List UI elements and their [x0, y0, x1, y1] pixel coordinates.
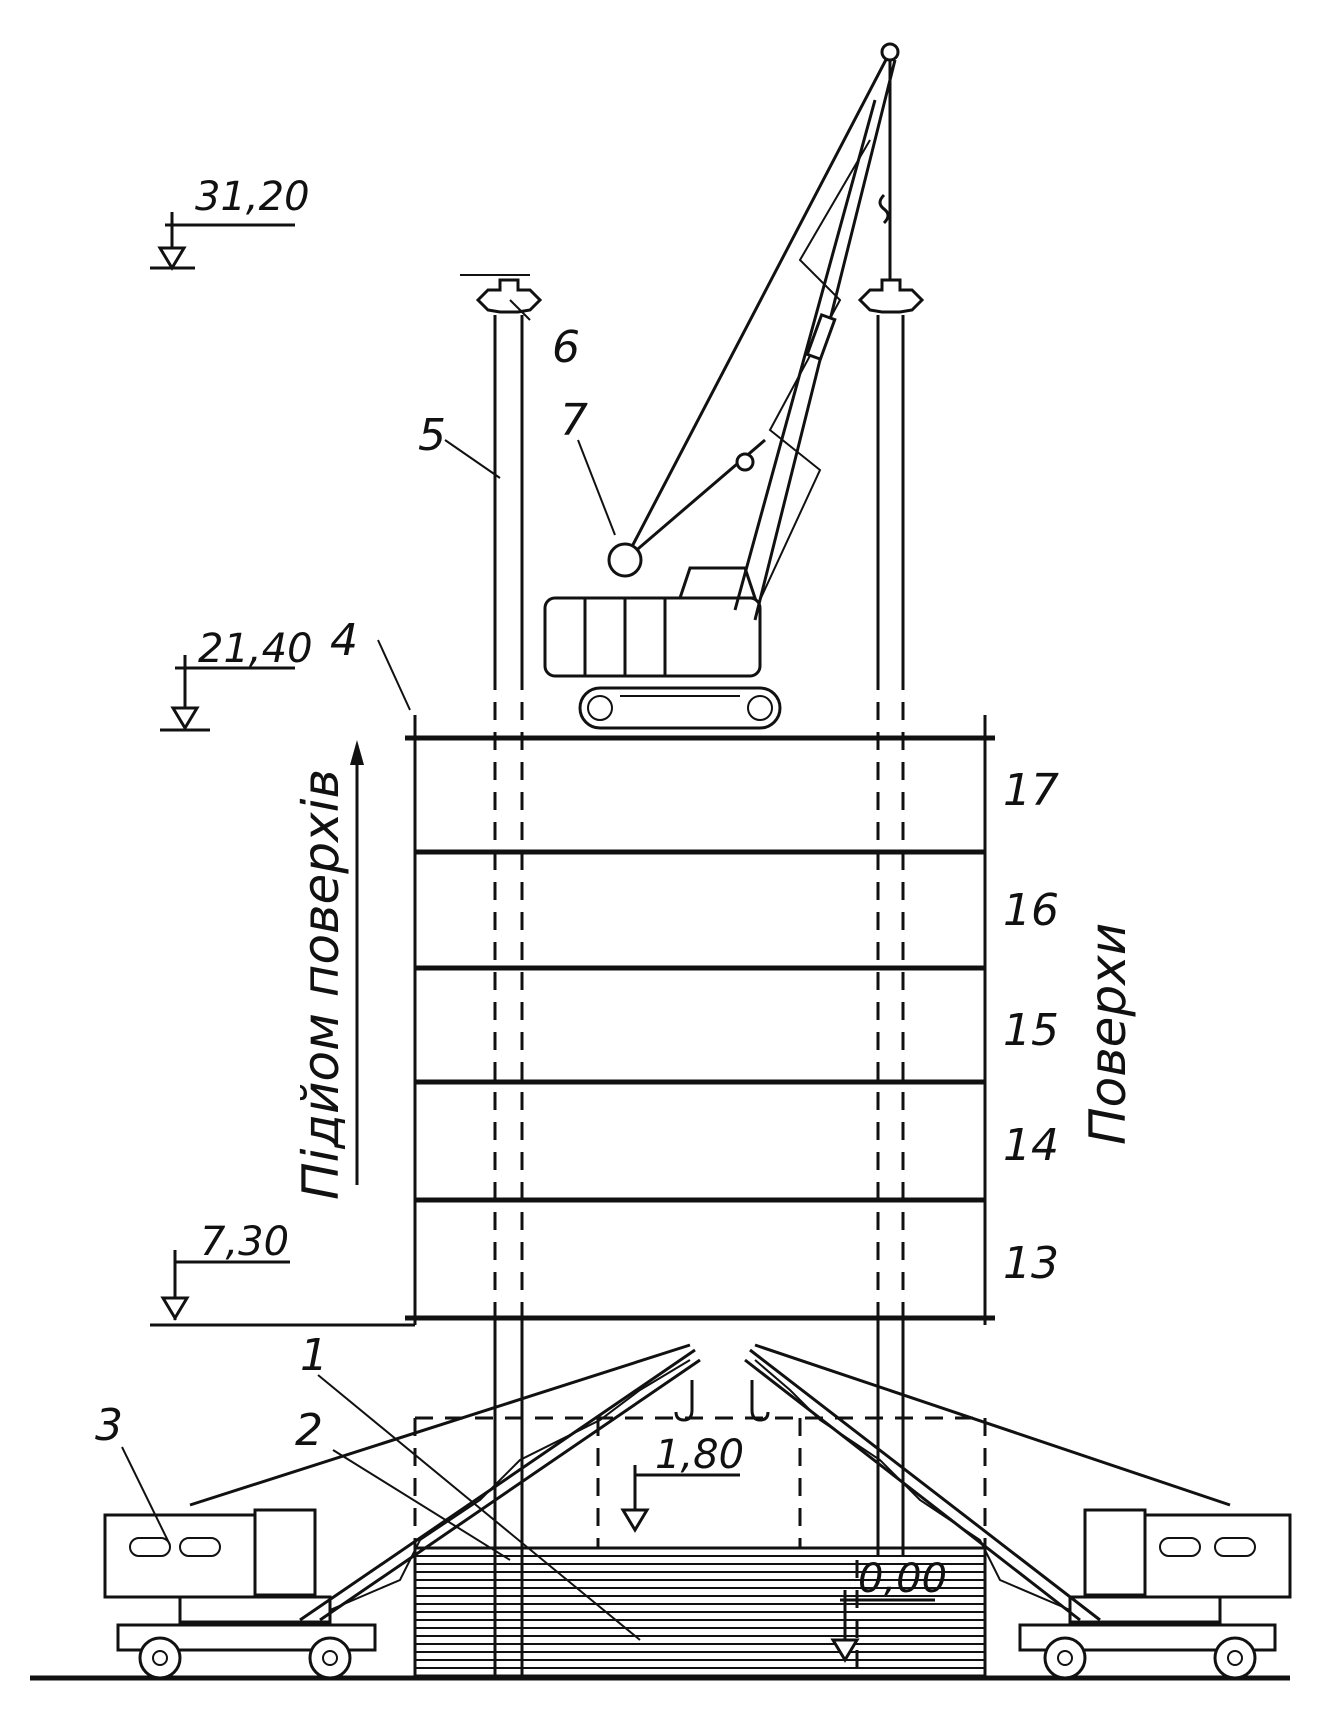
callout-4: 4 — [330, 615, 358, 666]
column-left — [460, 274, 543, 1678]
elev-marker-bottom: 7,30 — [160, 1219, 290, 1321]
floor-package — [150, 715, 995, 1327]
elev-roof-label: 21,40 — [198, 626, 313, 672]
elev-top-label: 31,20 — [195, 174, 310, 220]
elev-bottom-label: 7,30 — [200, 1219, 289, 1265]
callout-2: 2 — [295, 1405, 323, 1456]
elev-marker-top: 31,20 — [150, 174, 310, 271]
slab-stack — [413, 1546, 987, 1678]
callout-3: 3 — [95, 1400, 123, 1451]
callout-7: 7 — [560, 395, 588, 446]
column-right — [857, 278, 925, 1555]
dashed-frame — [413, 1416, 987, 1678]
elev-marker-roof: 21,40 — [160, 626, 313, 732]
callout-6: 6 — [552, 322, 580, 373]
crawler-crane — [543, 42, 900, 730]
elev-mid-label: 1,80 — [655, 1432, 744, 1478]
elev-marker-mid: 1,80 — [620, 1432, 744, 1533]
lift-arrow — [350, 740, 364, 1185]
lift-label: Підйом поверхів — [292, 769, 350, 1200]
floor-14: 14 — [1003, 1120, 1059, 1171]
callout-5: 5 — [418, 410, 446, 461]
floor-13: 13 — [1003, 1238, 1059, 1289]
floors-label: Поверхи — [1079, 923, 1137, 1145]
floor-16: 16 — [1003, 885, 1059, 936]
elev-ground-label: 0,00 — [858, 1556, 947, 1602]
truck-crane-left — [103, 1343, 701, 1680]
floor-15: 15 — [1003, 1005, 1059, 1056]
elev-marker-ground: 0,00 — [830, 1556, 947, 1663]
truck-crane-right — [744, 1343, 1292, 1680]
floor-17: 17 — [1003, 765, 1059, 816]
callout-leaders — [121, 299, 641, 1641]
callout-1: 1 — [300, 1330, 328, 1381]
